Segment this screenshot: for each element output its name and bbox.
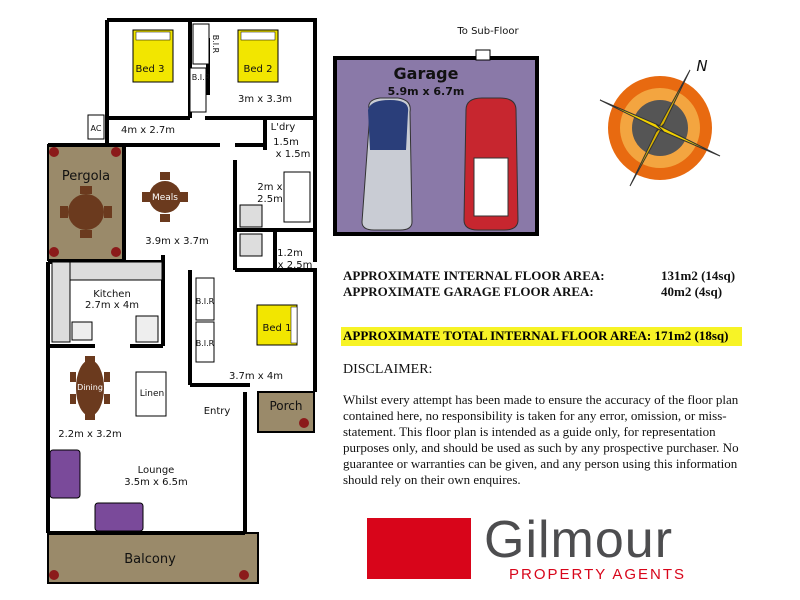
internal-area-label: APPROXIMATE INTERNAL FLOOR AREA: [343,268,605,283]
bir-label: B.I.R [192,73,211,82]
bed1-dimensions: 3.7m x 4m [229,371,283,382]
bed2-dimensions: 3m x 3.3m [238,94,292,105]
sub-floor-label: To Sub-Floor [456,26,519,37]
garage-area-label: APPROXIMATE GARAGE FLOOR AREA: [343,284,594,299]
compass-north-label: N [696,57,707,75]
dining-dimensions: 2.2m x 3.2m [58,429,122,440]
bed1-bed [256,304,298,346]
dining-label: Dining [77,383,103,392]
bath-dim-2: 2.5m [257,194,283,205]
meals-dimensions: 3.9m x 3.7m [145,236,209,247]
laundry-label: L'dry [271,122,296,133]
bed1-label: Bed 1 [263,323,292,334]
disclaimer-title: DISCLAIMER: [343,362,433,377]
laundry-dim-2: x 1.5m [276,149,311,160]
ensuite-dim-1: 1.2m [277,248,303,259]
sofa-1 [49,449,81,499]
internal-area-row: APPROXIMATE INTERNAL FLOOR AREA: 131m2 (… [343,268,735,284]
ensuite-shower [239,233,263,257]
shower [239,204,263,228]
kitchen-dimensions: 2.7m x 4m [85,300,139,311]
bed2-label: Bed 2 [244,64,273,75]
bed3-label: Bed 3 [136,64,165,75]
plant-icon [49,570,59,580]
pergola-label: Pergola [62,169,110,184]
sofa-2 [94,502,144,532]
garage-area-value: 40m2 (4sq) [661,284,723,299]
car-red-icon [463,97,519,231]
sub-floor-door [475,49,491,61]
ac-label: AC [91,124,102,133]
porch-label: Porch [269,399,302,413]
dining-table [76,360,104,416]
balcony-outline [47,532,259,584]
bir-box-3 [195,277,215,321]
plant-icon [111,247,121,257]
laundry-dim-1: 1.5m [273,137,299,148]
lounge-label: Lounge [138,465,175,476]
total-area-text: APPROXIMATE TOTAL INTERNAL FLOOR AREA: 1… [343,328,729,343]
linen-cupboard [135,371,167,417]
brand-tagline: PROPERTY AGENTS [509,566,686,583]
disclaimer-body: Whilst every attempt has been made to en… [343,392,739,487]
bir-box-2 [189,67,207,113]
entry-label: Entry [204,406,231,417]
brand-name: Gilmour [484,511,674,569]
meals-table [149,181,181,213]
pergola-table [68,194,104,230]
meals-label: Meals [152,193,178,203]
garage-area-row: APPROXIMATE GARAGE FLOOR AREA: 40m2 (4sq… [343,284,722,300]
lounge-dimensions: 3.5m x 6.5m [124,477,188,488]
bed3-dimensions: 4m x 2.7m [121,125,175,136]
garage-title: Garage [394,64,459,83]
bir-box-1 [192,23,210,65]
compass-icon [599,69,721,187]
ac-unit [87,114,105,140]
balcony-label: Balcony [124,552,176,567]
bir-label: B.I.R [196,297,215,306]
plant-icon [239,570,249,580]
plant-icon [49,147,59,157]
bir-label: B.I.R [196,339,215,348]
balcony-deck [48,533,258,583]
plant-icon [299,418,309,428]
fridge [135,315,159,343]
bir-label: B.I.R [211,35,220,54]
linen-label: Linen [140,389,164,399]
total-area-highlight: APPROXIMATE TOTAL INTERNAL FLOOR AREA: 1… [341,327,742,346]
plant-icon [49,247,59,257]
bath-tub [283,171,311,223]
internal-area-value: 131m2 (14sq) [661,268,736,283]
kitchen-label: Kitchen [93,289,131,300]
porch-outline [257,391,315,433]
ensuite-dim-2: x 2.5m [278,260,313,271]
plant-icon [111,147,121,157]
car-blue-icon [361,97,413,231]
bir-box-4 [195,321,215,363]
pergola-outline [47,144,125,261]
garage-dimensions: 5.9m x 6.7m [388,85,465,98]
logo-red-block [367,518,471,579]
bath-dim-1: 2m x [257,182,282,193]
